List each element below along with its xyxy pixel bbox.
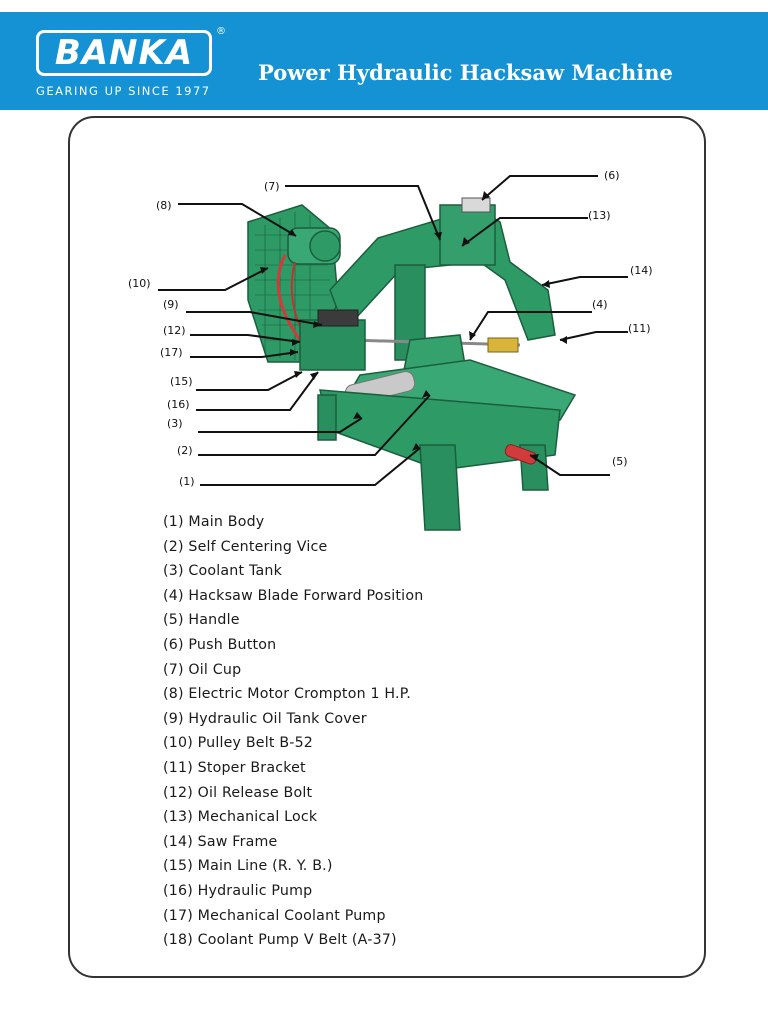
legend-item: (11) Stoper Bracket	[163, 758, 423, 783]
legend-item: (4) Hacksaw Blade Forward Position	[163, 586, 423, 611]
callout-8: (8)	[156, 199, 172, 212]
legend-item: (2) Self Centering Vice	[163, 537, 423, 562]
leader-11	[560, 332, 628, 340]
push-button-box	[462, 198, 490, 212]
legend-item: (8) Electric Motor Crompton 1 H.P.	[163, 684, 423, 709]
legend-item: (9) Hydraulic Oil Tank Cover	[163, 709, 423, 734]
callout-3: (3)	[167, 417, 183, 430]
callout-15: (15)	[170, 375, 193, 388]
leader-1	[200, 448, 420, 485]
legend-item: (6) Push Button	[163, 635, 423, 660]
callout-10: (10)	[128, 277, 151, 290]
stoper-bracket	[488, 338, 518, 352]
legend-item: (14) Saw Frame	[163, 832, 423, 857]
legend-item: (18) Coolant Pump V Belt (A-37)	[163, 930, 423, 955]
legend-item: (12) Oil Release Bolt	[163, 783, 423, 808]
saw-frame-head	[440, 205, 495, 265]
leader-15	[196, 372, 302, 390]
callout-13: (13)	[588, 209, 611, 222]
callout-11: (11)	[628, 322, 651, 335]
legend-item: (3) Coolant Tank	[163, 561, 423, 586]
legend-item: (17) Mechanical Coolant Pump	[163, 906, 423, 931]
hydraulic-unit	[300, 320, 365, 370]
oil-tank-cover	[318, 310, 358, 326]
callout-6: (6)	[604, 169, 620, 182]
callout-7: (7)	[264, 180, 280, 193]
legend-item: (7) Oil Cup	[163, 660, 423, 685]
callout-1: (1)	[179, 475, 195, 488]
machine-illustration	[248, 198, 575, 530]
motor-end-cap	[310, 231, 340, 261]
legend-item: (10) Pulley Belt B-52	[163, 733, 423, 758]
callout-14: (14)	[630, 264, 653, 277]
callout-2: (2)	[177, 444, 193, 457]
leader-6	[482, 176, 598, 200]
legend-item: (15) Main Line (R. Y. B.)	[163, 856, 423, 881]
callout-5: (5)	[612, 455, 628, 468]
callout-16: (16)	[167, 398, 190, 411]
legend-item: (5) Handle	[163, 610, 423, 635]
legend-item: (13) Mechanical Lock	[163, 807, 423, 832]
callout-12: (12)	[163, 324, 186, 337]
leader-14	[542, 277, 628, 285]
parts-legend: (1) Main Body (2) Self Centering Vice (3…	[163, 512, 423, 955]
callout-17: (17)	[160, 346, 183, 359]
legend-item: (16) Hydraulic Pump	[163, 881, 423, 906]
leg-front	[420, 445, 460, 530]
leg-front-left	[318, 395, 336, 440]
callout-4: (4)	[592, 298, 608, 311]
callout-9: (9)	[163, 298, 179, 311]
legend-item: (1) Main Body	[163, 512, 423, 537]
